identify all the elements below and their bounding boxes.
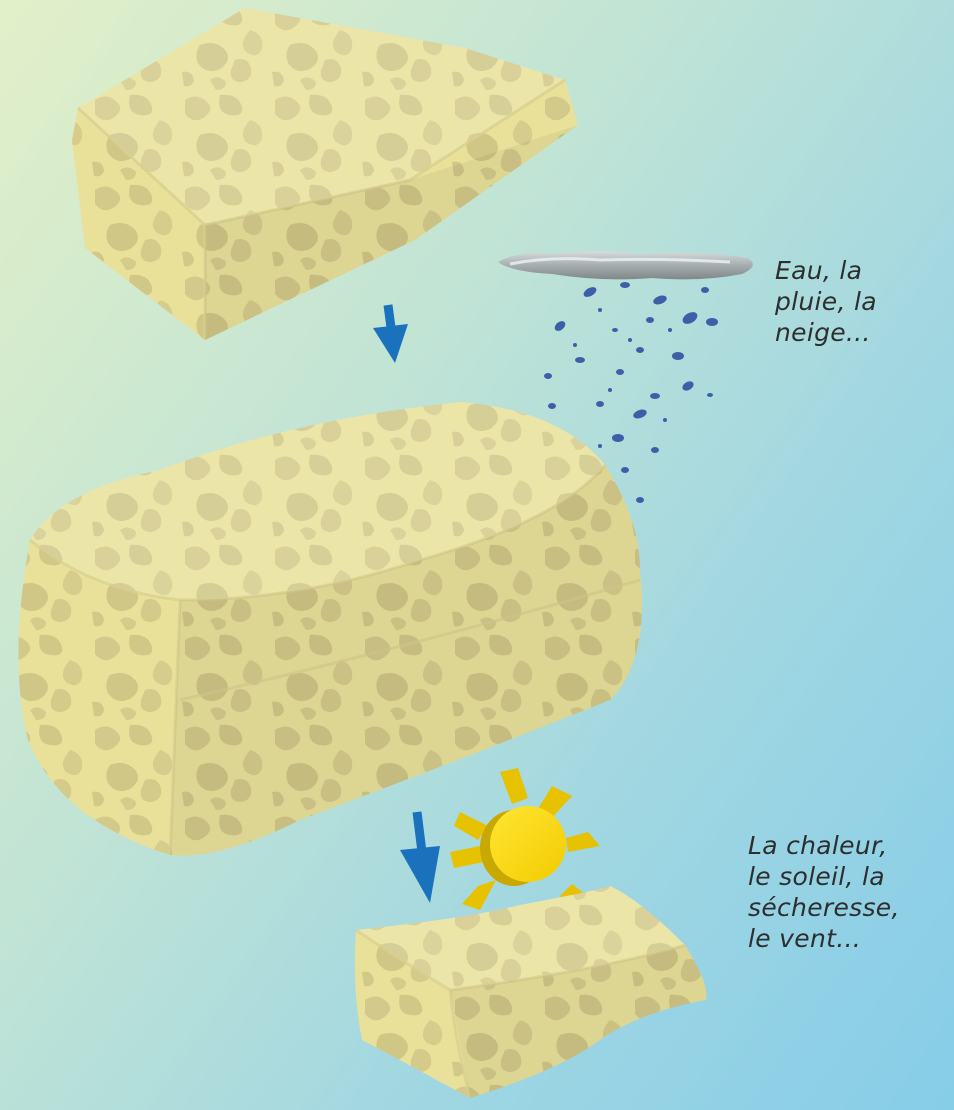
arrow-down-icon	[400, 812, 440, 903]
water-label-line-2: pluie, la	[775, 286, 877, 317]
arrow-down-icon	[373, 305, 408, 363]
heat-label-line-1: La chaleur,	[748, 830, 900, 861]
water-label-line-1: Eau, la	[775, 255, 877, 286]
heat-label: La chaleur, le soleil, la sécheresse, le…	[748, 830, 900, 954]
sponge-swollen	[18, 402, 642, 856]
heat-label-line-2: le soleil, la	[748, 861, 900, 892]
sponge-shrunk	[355, 886, 707, 1098]
heat-label-line-4: le vent...	[748, 923, 900, 954]
water-label: Eau, la pluie, la neige...	[775, 255, 877, 348]
heat-label-line-3: sécheresse,	[748, 892, 900, 923]
water-label-line-3: neige...	[775, 317, 877, 348]
sponge-dry	[72, 8, 578, 340]
cloud-icon	[498, 251, 753, 279]
